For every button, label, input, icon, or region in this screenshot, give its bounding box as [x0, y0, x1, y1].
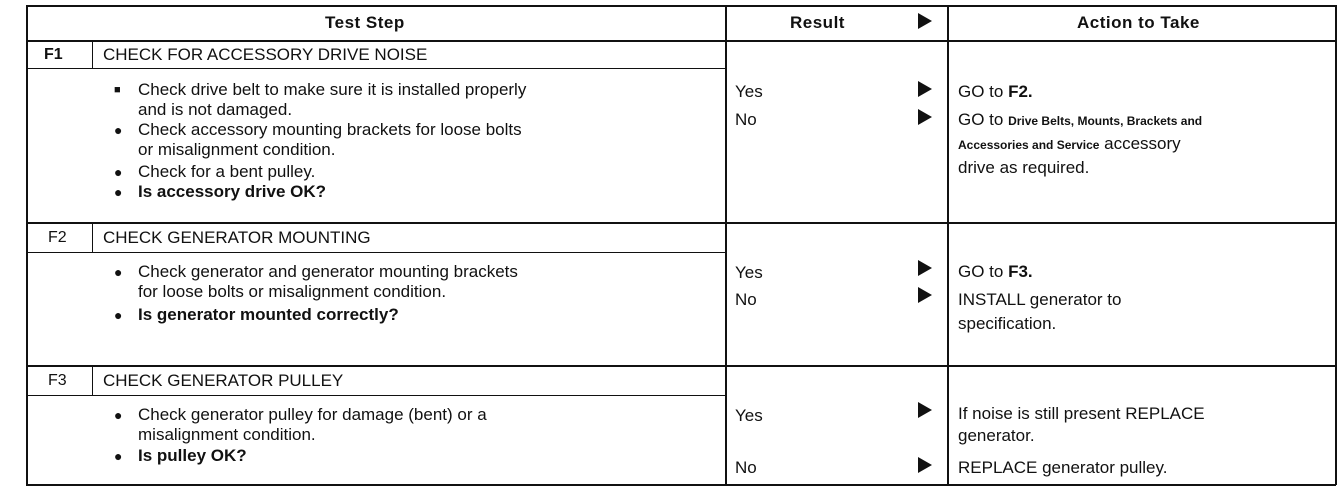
f1-item-3: Check for a bent pulley. — [138, 162, 316, 181]
f1-id-divider — [92, 40, 93, 68]
header-bottom-border — [26, 40, 1336, 42]
f3-id-divider — [92, 365, 93, 395]
f3-question: Is pulley OK? — [138, 446, 247, 465]
f3-yes-arrow-icon — [918, 402, 932, 418]
step-id-f2: F2 — [48, 229, 67, 246]
header-arrow-icon — [918, 13, 932, 29]
f3-title-underline — [26, 395, 726, 396]
bullet-icon: ● — [114, 407, 123, 423]
f3-no-arrow-icon — [918, 457, 932, 473]
table-right-border — [1335, 5, 1337, 485]
f2-no-arrow-icon — [918, 287, 932, 303]
f2-id-divider — [92, 222, 93, 252]
f2-action-no-line-2: specification. — [958, 314, 1057, 333]
f3-action-no: REPLACE generator pulley. — [958, 458, 1168, 477]
f2-item-1-line-2: for loose bolts or misalignment conditio… — [138, 282, 447, 301]
bullet-icon: ● — [114, 307, 123, 323]
header-test-step: Test Step — [325, 13, 405, 32]
f2-item-1-line-1: Check generator and generator mounting b… — [138, 262, 518, 281]
f1-title-underline — [26, 68, 726, 69]
f2-question: Is generator mounted correctly? — [138, 305, 399, 324]
f3-result-no: No — [735, 458, 757, 477]
table-left-border — [26, 5, 28, 485]
f2-action-yes: GO to F3. — [958, 262, 1033, 281]
bullet-icon: ● — [114, 122, 123, 138]
action-column-divider — [947, 5, 949, 485]
step-title-f3: CHECK GENERATOR PULLEY — [103, 371, 344, 390]
step-title-f2: CHECK GENERATOR MOUNTING — [103, 228, 371, 247]
f1-item-1-line-1: Check drive belt to make sure it is inst… — [138, 80, 527, 99]
f2-action-no-line-1: INSTALL generator to — [958, 290, 1122, 309]
f3-result-yes: Yes — [735, 406, 763, 425]
f1-question: Is accessory drive OK? — [138, 182, 327, 201]
f1-no-arrow-icon — [918, 109, 932, 125]
step-title-f1: CHECK FOR ACCESSORY DRIVE NOISE — [103, 45, 428, 64]
f2-bottom-border — [26, 365, 1336, 367]
bullet-icon: ● — [114, 184, 123, 200]
f1-action-no-line-3: drive as required. — [958, 158, 1090, 177]
f1-action-no-line-1: GO to Drive Belts, Mounts, Brackets and — [958, 110, 1203, 129]
step-id-f3: F3 — [48, 372, 67, 389]
table-bottom-border — [26, 484, 1336, 486]
f1-result-yes: Yes — [735, 82, 763, 101]
f3-item-1-line-2: misalignment condition. — [138, 425, 316, 444]
f2-result-yes: Yes — [735, 263, 763, 282]
bullet-icon: ● — [114, 164, 123, 180]
result-column-divider — [725, 5, 727, 485]
bullet-icon: ● — [114, 448, 123, 464]
f2-yes-arrow-icon — [918, 260, 932, 276]
f1-yes-arrow-icon — [918, 81, 932, 97]
table-top-border — [26, 5, 1336, 7]
f1-result-no: No — [735, 110, 757, 129]
f1-action-yes: GO to F2. — [958, 82, 1033, 101]
bullet-icon: ● — [114, 264, 123, 280]
square-bullet-icon: ■ — [114, 84, 121, 96]
f3-action-yes-line-2: generator. — [958, 426, 1035, 445]
f2-result-no: No — [735, 290, 757, 309]
step-id-f1: F1 — [44, 46, 63, 63]
f1-item-1-line-2: and is not damaged. — [138, 100, 293, 119]
f3-item-1-line-1: Check generator pulley for damage (bent)… — [138, 405, 487, 424]
f1-action-no-line-2: Accessories and Service accessory — [958, 134, 1181, 153]
header-result: Result — [790, 13, 845, 32]
f1-item-2-line-2: or misalignment condition. — [138, 140, 336, 159]
f2-title-underline — [26, 252, 726, 253]
f1-bottom-border — [26, 222, 1336, 224]
f3-action-yes-line-1: If noise is still present REPLACE — [958, 404, 1205, 423]
f1-item-2-line-1: Check accessory mounting brackets for lo… — [138, 120, 522, 139]
header-action: Action to Take — [1077, 13, 1200, 32]
